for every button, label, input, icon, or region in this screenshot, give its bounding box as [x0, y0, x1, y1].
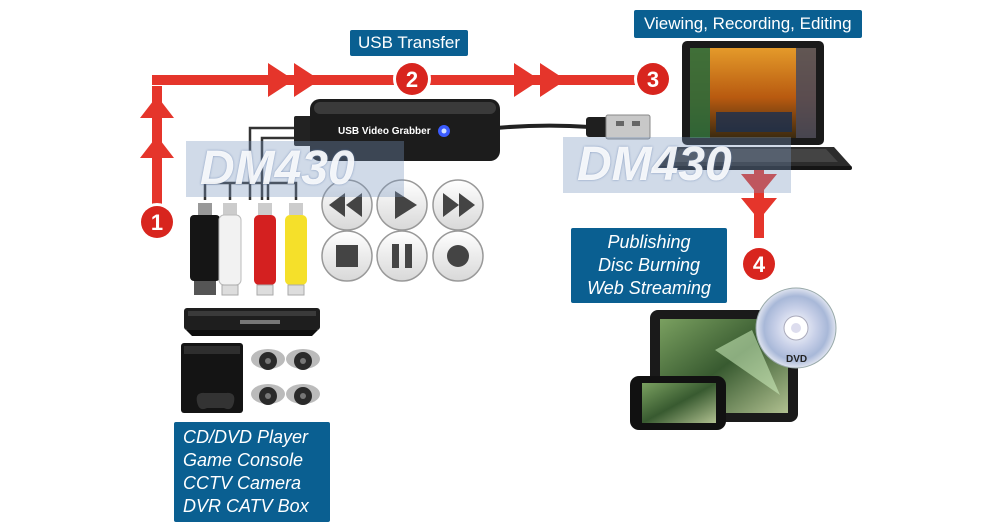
step-4-marker: 4	[740, 245, 778, 283]
viewing-label: Viewing, Recording, Editing	[634, 10, 862, 38]
watermark-left: DM430	[186, 141, 404, 197]
play-icon	[376, 179, 428, 231]
pause-icon	[376, 230, 428, 282]
source-line-1: CD/DVD Player	[183, 427, 309, 447]
cables	[203, 123, 591, 200]
step-1-number: 1	[151, 210, 163, 235]
usb-grabber-device	[294, 99, 500, 161]
usb-plug	[586, 114, 651, 140]
stop-icon	[321, 230, 373, 282]
step-1-marker: 1	[138, 203, 176, 241]
dvd-logo: DVD	[786, 354, 807, 365]
record-icon	[432, 230, 484, 282]
laptop	[654, 41, 852, 170]
cctv-cameras	[251, 349, 320, 405]
usb-transfer-label: USB Transfer	[350, 30, 469, 56]
step-2-marker: 2	[393, 60, 431, 98]
publishing-line-1: Publishing	[607, 232, 691, 252]
step-markers: 1 2 3 4	[138, 60, 778, 283]
source-line-3: CCTV Camera	[183, 473, 302, 493]
publishing-label: Publishing Disc Burning Web Streaming	[571, 228, 727, 303]
media-controls	[321, 179, 484, 282]
publishing-line-3: Web Streaming	[587, 278, 711, 298]
fast-forward-icon	[432, 179, 484, 231]
step-2-number: 2	[406, 67, 418, 92]
source-line-4: DVR CATV Box	[183, 496, 309, 516]
step-4-number: 4	[753, 252, 766, 277]
source-line-2: Game Console	[183, 450, 304, 470]
watermark-right: DM430	[563, 137, 791, 193]
rewind-icon	[321, 179, 373, 231]
device-name-label: USB Video Grabber	[338, 126, 431, 137]
publishing-line-2: Disc Burning	[597, 255, 701, 275]
av-connectors	[190, 203, 307, 296]
dvd-disc	[755, 287, 837, 369]
game-console	[181, 343, 243, 413]
step-3-number: 3	[647, 67, 659, 92]
dvd-player	[184, 308, 320, 336]
step-3-marker: 3	[634, 60, 672, 98]
phone	[630, 376, 726, 430]
sources-label: CD/DVD Player Game Console CCTV Camera D…	[174, 422, 330, 522]
